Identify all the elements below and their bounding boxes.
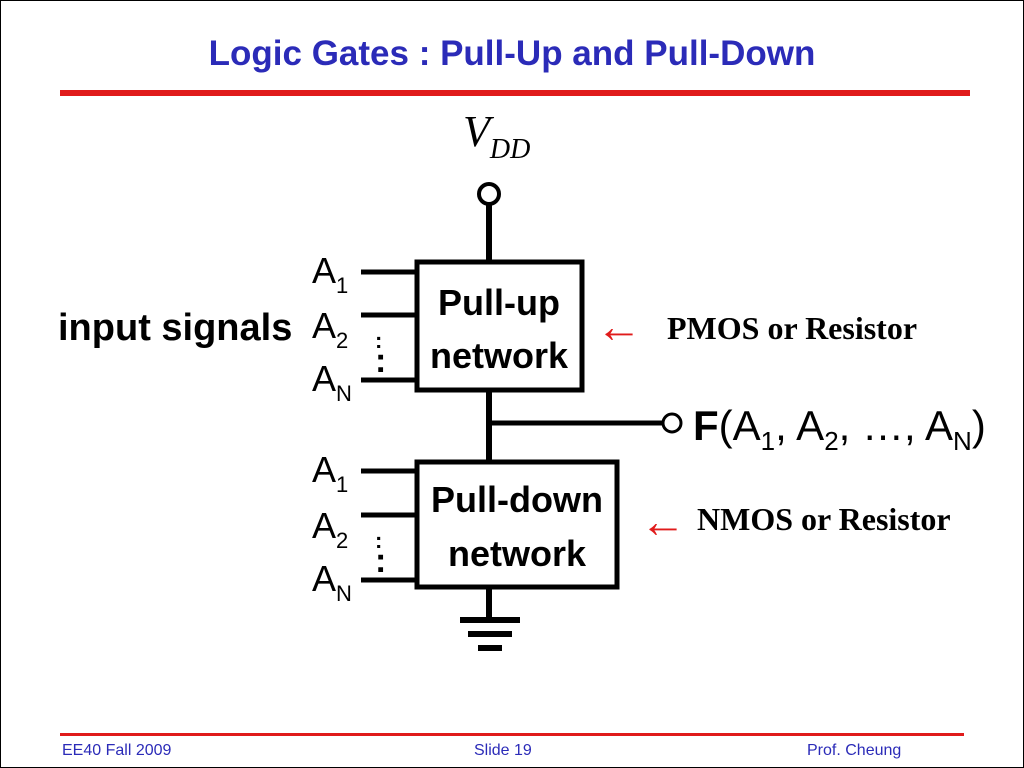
pull-down-input-label-n: AN [312, 558, 352, 606]
pull-down-label-line1: Pull-down [431, 479, 603, 520]
pull-up-ellipsis-top: : [375, 328, 382, 353]
pull-down-input-label-1: A1 [312, 449, 348, 497]
pull-down-ellipsis: : [375, 542, 386, 580]
ground-icon [460, 617, 520, 651]
pull-up-network-box [414, 259, 585, 393]
pull-up-label-line2: network [430, 335, 569, 376]
footer-slide-number: Slide 19 [474, 742, 532, 759]
pmos-label: PMOS or Resistor [667, 310, 917, 346]
pull-up-label-line1: Pull-up [438, 282, 560, 323]
nmos-arrow-icon: ← [640, 496, 686, 547]
title-underline [60, 90, 970, 96]
pull-up-input-label-1: A1 [312, 250, 348, 298]
pull-up-input-label-n: AN [312, 358, 352, 406]
footer-course: EE40 Fall 2009 [62, 742, 172, 759]
footer-author: Prof. Cheung [807, 742, 902, 759]
slide-title: Logic Gates : Pull-Up and Pull-Down [208, 34, 816, 73]
pull-down-ellipsis-top: : [375, 528, 382, 553]
footer-rule [60, 733, 964, 736]
output-function-label: F(A1, A2, …, AN) [693, 402, 986, 456]
pull-down-input-label-2: A2 [312, 505, 348, 553]
input-signals-label: input signals [58, 307, 292, 349]
pull-up-ellipsis: : [375, 342, 386, 380]
vdd-label: VDD [463, 107, 530, 165]
pmos-arrow-icon: ← [596, 301, 642, 352]
vdd-terminal [477, 182, 501, 206]
nmos-label: NMOS or Resistor [697, 501, 951, 537]
pull-down-label-line2: network [448, 533, 587, 574]
output-terminal [661, 412, 683, 434]
pull-down-network-box [414, 459, 620, 590]
pull-up-input-label-2: A2 [312, 305, 348, 353]
